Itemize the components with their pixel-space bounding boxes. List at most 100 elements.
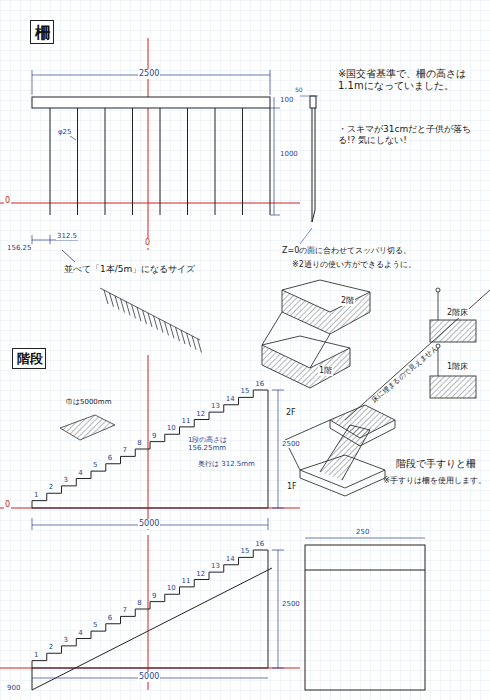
hatch-stroke xyxy=(143,310,147,324)
step-number: 2 xyxy=(49,643,53,651)
railing-post xyxy=(50,108,51,215)
stairs xyxy=(32,390,272,690)
stair-iso-sketch xyxy=(285,405,395,496)
step-number: 7 xyxy=(123,606,127,614)
step-number: 11 xyxy=(182,577,191,585)
dimension: 100 xyxy=(279,96,294,104)
step-number: 12 xyxy=(196,410,205,418)
part-name: 1階 xyxy=(318,366,333,376)
railing-post xyxy=(77,108,78,215)
hatch-stroke xyxy=(121,299,125,313)
hatch-stroke xyxy=(115,296,119,310)
step-number: 1 xyxy=(34,651,38,659)
note: ※手すりは柵を使用します。 xyxy=(383,476,486,486)
axis-mark: 0 xyxy=(4,500,11,510)
dimension: 312.5 xyxy=(56,232,78,240)
step-number: 8 xyxy=(137,439,141,447)
note: 並べて「1本/5m」になるサイズ xyxy=(64,264,195,275)
hatch-stroke xyxy=(159,319,163,333)
step-number: 6 xyxy=(108,614,112,622)
step-number: 8 xyxy=(137,599,141,607)
note: ※国交省基準で、柵の高さは 1.1mになっていました。 xyxy=(338,68,483,92)
step-number: 5 xyxy=(93,621,97,629)
hatch-stroke xyxy=(148,313,152,327)
step-number: 4 xyxy=(78,629,82,637)
dimension: 1000 xyxy=(279,150,299,158)
railing-post xyxy=(187,108,188,215)
hatch-stroke xyxy=(192,336,196,350)
step-number: 10 xyxy=(167,584,176,592)
corner-railing-sketch xyxy=(262,280,370,388)
dimension: 156.25 xyxy=(6,244,33,252)
railing-post xyxy=(160,108,161,215)
axis-mark: 0 xyxy=(4,196,11,206)
railing-post xyxy=(242,108,243,215)
step-number: 14 xyxy=(226,555,235,563)
step-number: 1 xyxy=(34,491,38,499)
step-number: 9 xyxy=(152,592,156,600)
part-name: 2F xyxy=(285,408,297,418)
dimension: 900 xyxy=(6,684,21,692)
step-number: 15 xyxy=(241,547,250,555)
dimension: φ25 xyxy=(57,128,73,136)
step-number: 13 xyxy=(211,402,220,410)
step-number: 16 xyxy=(255,380,264,388)
note: ※2通りの使い方ができるように。 xyxy=(292,260,416,270)
step-number: 11 xyxy=(182,417,191,425)
dimension: 250 xyxy=(355,528,370,536)
note: Z=0の面に合わせてスッパリ切る。 xyxy=(282,246,411,256)
dimension: 2500 xyxy=(281,440,301,448)
dimension: 50 xyxy=(294,86,304,93)
dimension: 2500 xyxy=(281,600,301,608)
railing-post xyxy=(215,108,216,215)
part-name: 2階床 xyxy=(446,308,469,318)
hatch-stroke xyxy=(110,293,114,307)
hatch-stroke xyxy=(165,321,169,335)
section-heading: 階段 xyxy=(17,352,41,366)
note: 1段の高さは 156.25mm xyxy=(188,436,260,453)
step-number: 7 xyxy=(123,446,127,454)
part-name: 1F xyxy=(286,482,298,492)
hatch-stroke xyxy=(137,307,141,321)
hatch-stroke xyxy=(170,324,174,338)
stair-dims xyxy=(32,390,284,678)
stair-width-icon xyxy=(60,415,115,440)
railing-post xyxy=(270,108,271,215)
railing-post xyxy=(132,108,133,215)
dimension: 2500 xyxy=(138,69,160,79)
section-heading-box: 柵 xyxy=(30,20,54,44)
section-heading: 柵 xyxy=(35,24,49,42)
step-number: 3 xyxy=(64,636,68,644)
step-number: 14 xyxy=(226,395,235,403)
stair-section-box xyxy=(305,538,425,690)
railing-post xyxy=(105,108,106,215)
hatch-stroke xyxy=(126,301,130,315)
step-number: 10 xyxy=(167,424,176,432)
railing-side xyxy=(300,96,318,244)
step-number: 4 xyxy=(78,469,82,477)
step-number: 15 xyxy=(241,387,250,395)
section-heading-box: 階段 xyxy=(12,348,46,369)
note: 巾は5000mm xyxy=(66,398,111,406)
step-number: 5 xyxy=(93,461,97,469)
dimension: 5000 xyxy=(138,672,160,682)
part-name: 1階床 xyxy=(446,362,469,372)
railing-hatch-sketch xyxy=(62,250,202,353)
hatch-stroke xyxy=(104,290,108,304)
hatch-stroke xyxy=(176,327,180,341)
step-number: 9 xyxy=(152,432,156,440)
axis-mark: 0 xyxy=(144,238,151,248)
hatch-stroke xyxy=(154,316,158,330)
note: ・スキマが31cmだと子供が落ちる!? 気にしない! xyxy=(338,124,483,146)
step-number: 2 xyxy=(49,483,53,491)
step-number: 12 xyxy=(196,570,205,578)
note: 階段で手すりと柵 xyxy=(396,458,476,470)
dimension: 5000 xyxy=(138,519,160,529)
step-number: 13 xyxy=(211,562,220,570)
railing-front xyxy=(32,97,270,215)
part-name: 2階 xyxy=(340,296,355,306)
hatch-stroke xyxy=(198,339,202,353)
